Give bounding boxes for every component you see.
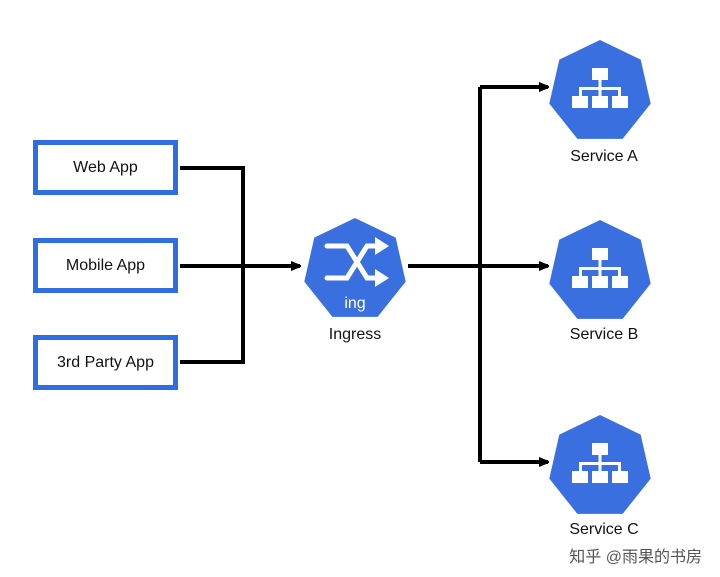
ingress-node: ing	[304, 218, 406, 317]
web-app-box: Web App	[33, 140, 178, 195]
third-party-app-box: 3rd Party App	[33, 335, 178, 390]
watermark-text: 知乎 @雨果的书房	[569, 549, 702, 566]
service-a-label: Service A	[570, 148, 638, 165]
service-b-label: Service B	[569, 326, 639, 343]
service-c-node	[549, 415, 651, 514]
service-a-node	[549, 40, 651, 139]
mobile-app-box: Mobile App	[33, 238, 178, 293]
ingress-label: Ingress	[328, 326, 382, 343]
ingress-shuffle-icon	[324, 237, 389, 287]
client-connectors	[180, 166, 300, 364]
ingress-badge: ing	[344, 295, 365, 312]
mobile-app-label: Mobile App	[65, 256, 146, 274]
third-party-connector	[180, 266, 245, 364]
web-app-connector	[180, 166, 245, 266]
service-c-label: Service C	[569, 521, 639, 538]
web-app-label: Web App	[73, 158, 138, 176]
service-b-node	[549, 220, 651, 319]
third-party-app-label: 3rd Party App	[57, 353, 154, 371]
service-connectors	[408, 87, 548, 462]
